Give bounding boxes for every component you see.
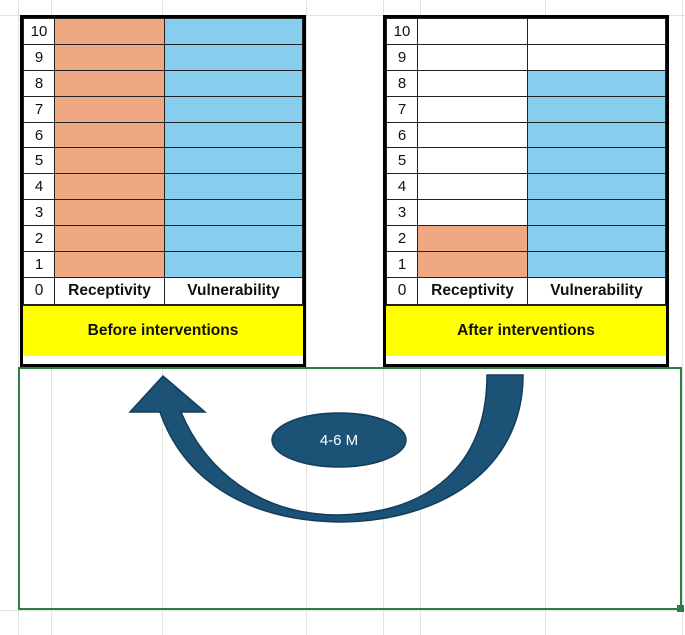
selection-frame[interactable]	[18, 367, 682, 610]
level-row: 5	[23, 147, 303, 175]
level-row: 2	[23, 225, 303, 253]
grid-column-line	[682, 0, 683, 635]
grid-row-line	[0, 15, 685, 16]
level-row: 7	[23, 95, 303, 123]
level-number: 5	[386, 147, 418, 175]
vulnerability-cell	[527, 18, 666, 45]
receptivity-cell	[54, 43, 165, 71]
vulnerability-label: Vulnerability	[527, 276, 666, 305]
duration-label: 4-6 M	[319, 431, 359, 449]
receptivity-cell	[54, 173, 165, 201]
level-number: 1	[23, 251, 55, 278]
grid-row-line	[0, 610, 685, 611]
selection-resize-handle[interactable]	[677, 605, 684, 612]
vulnerability-cell	[164, 147, 303, 175]
zero-label: 0	[386, 276, 418, 305]
before-caption: Before interventions	[23, 304, 303, 356]
level-row: 7	[386, 95, 666, 123]
vulnerability-label: Vulnerability	[164, 276, 303, 305]
curved-arrow-icon	[128, 374, 524, 523]
level-number: 6	[23, 121, 55, 149]
vulnerability-cell	[527, 173, 666, 201]
vulnerability-cell	[527, 43, 666, 71]
level-row: 8	[386, 69, 666, 97]
level-row: 6	[386, 121, 666, 149]
receptivity-label: Receptivity	[417, 276, 528, 305]
receptivity-cell	[417, 95, 528, 123]
level-number: 7	[23, 95, 55, 123]
level-row: 1	[23, 251, 303, 278]
vulnerability-cell	[164, 69, 303, 97]
level-row: 3	[386, 199, 666, 227]
zero-label: 0	[23, 276, 55, 305]
receptivity-cell	[54, 251, 165, 278]
receptivity-cell	[417, 225, 528, 253]
level-number: 8	[23, 69, 55, 97]
receptivity-cell	[54, 95, 165, 123]
level-number: 10	[386, 18, 418, 45]
vulnerability-cell	[164, 251, 303, 278]
vulnerability-cell	[527, 225, 666, 253]
vulnerability-cell	[527, 199, 666, 227]
level-number: 10	[23, 18, 55, 45]
grid-column-line	[306, 0, 307, 635]
duration-ellipse	[271, 412, 407, 468]
after-caption: After interventions	[386, 304, 666, 356]
vulnerability-cell	[164, 199, 303, 227]
vulnerability-cell	[527, 95, 666, 123]
receptivity-cell	[417, 18, 528, 45]
vulnerability-cell	[164, 18, 303, 45]
receptivity-label: Receptivity	[54, 276, 165, 305]
level-row: 8	[23, 69, 303, 97]
grid-column-line	[18, 0, 19, 635]
receptivity-cell	[417, 43, 528, 71]
vulnerability-cell	[164, 43, 303, 71]
level-row: 9	[23, 43, 303, 71]
vulnerability-cell	[164, 95, 303, 123]
vulnerability-cell	[164, 121, 303, 149]
receptivity-cell	[417, 69, 528, 97]
vulnerability-cell	[527, 69, 666, 97]
receptivity-cell	[54, 225, 165, 253]
receptivity-cell	[54, 147, 165, 175]
level-row: 4	[386, 173, 666, 201]
level-row: 10	[386, 18, 666, 45]
level-row: 3	[23, 199, 303, 227]
vulnerability-cell	[164, 225, 303, 253]
level-row: 9	[386, 43, 666, 71]
level-row: 2	[386, 225, 666, 253]
receptivity-cell	[54, 199, 165, 227]
